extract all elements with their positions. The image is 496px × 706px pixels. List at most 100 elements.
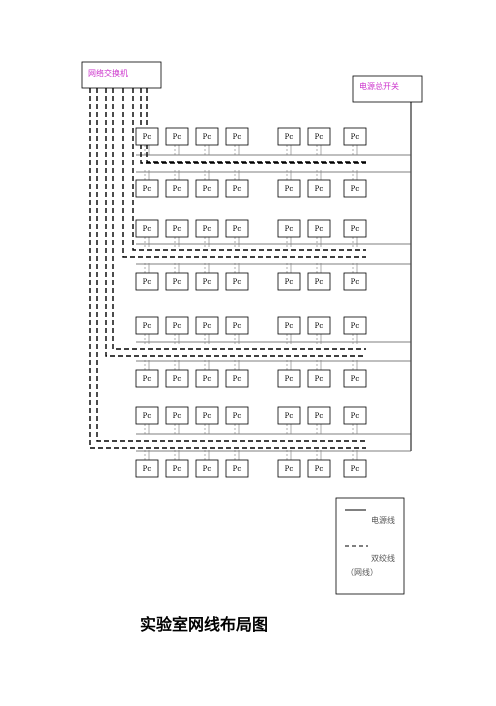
pc-label: Pc xyxy=(173,225,182,233)
pc-node: Pc xyxy=(195,459,219,478)
pc-label: Pc xyxy=(351,465,360,473)
pc-node: Pc xyxy=(225,127,249,146)
pc-label: Pc xyxy=(173,133,182,141)
twisted-pair-cable xyxy=(146,88,366,163)
pc-node: Pc xyxy=(225,179,249,198)
pc-node: Pc xyxy=(165,369,189,388)
pc-node: Pc xyxy=(135,272,159,291)
network-switch-box xyxy=(81,61,162,89)
pc-label: Pc xyxy=(351,322,360,330)
twisted-pair-cable xyxy=(122,88,366,258)
pc-node: Pc xyxy=(277,272,301,291)
pc-label: Pc xyxy=(315,185,324,193)
pc-node: Pc xyxy=(165,219,189,238)
pc-box xyxy=(225,272,249,291)
pc-label: Pc xyxy=(285,185,294,193)
pc-label: Pc xyxy=(233,412,242,420)
pc-box xyxy=(307,316,331,335)
pc-node: Pc xyxy=(343,219,367,238)
pc-node: Pc xyxy=(225,459,249,478)
pc-node: Pc xyxy=(307,369,331,388)
pc-label: Pc xyxy=(173,278,182,286)
pc-label: Pc xyxy=(351,375,360,383)
pc-box xyxy=(307,179,331,198)
pc-label: Pc xyxy=(203,465,212,473)
pc-label: Pc xyxy=(233,278,242,286)
pc-node: Pc xyxy=(195,179,219,198)
pc-box xyxy=(195,316,219,335)
pc-node: Pc xyxy=(135,369,159,388)
pc-label: Pc xyxy=(285,375,294,383)
pc-node: Pc xyxy=(165,127,189,146)
pc-label: Pc xyxy=(315,375,324,383)
pc-node: Pc xyxy=(277,316,301,335)
pc-label: Pc xyxy=(143,375,152,383)
pc-box xyxy=(343,369,367,388)
pc-node: Pc xyxy=(165,406,189,425)
pc-label: Pc xyxy=(315,133,324,141)
pc-box xyxy=(165,219,189,238)
pc-node: Pc xyxy=(277,369,301,388)
pc-node: Pc xyxy=(135,406,159,425)
pc-box xyxy=(135,127,159,146)
pc-node: Pc xyxy=(165,272,189,291)
pc-box xyxy=(277,179,301,198)
pc-label: Pc xyxy=(315,412,324,420)
pc-label: Pc xyxy=(173,375,182,383)
twisted-pair-cable xyxy=(140,88,366,164)
pc-box xyxy=(307,127,331,146)
pc-box xyxy=(165,406,189,425)
cable-lines xyxy=(89,88,412,460)
pc-node: Pc xyxy=(195,406,219,425)
pc-label: Pc xyxy=(351,185,360,193)
pc-box xyxy=(307,272,331,291)
pc-label: Pc xyxy=(315,278,324,286)
pc-node: Pc xyxy=(307,459,331,478)
pc-node: Pc xyxy=(135,127,159,146)
pc-label: Pc xyxy=(233,375,242,383)
pc-box xyxy=(343,127,367,146)
pc-node: Pc xyxy=(277,406,301,425)
pc-label: Pc xyxy=(315,225,324,233)
pc-box xyxy=(195,272,219,291)
pc-label: Pc xyxy=(351,278,360,286)
pc-node: Pc xyxy=(307,127,331,146)
pc-box xyxy=(307,369,331,388)
pc-box xyxy=(225,219,249,238)
pc-box xyxy=(225,316,249,335)
pc-box xyxy=(195,369,219,388)
pc-box xyxy=(277,406,301,425)
pc-box xyxy=(225,179,249,198)
pc-node: Pc xyxy=(307,219,331,238)
pc-box xyxy=(135,316,159,335)
pc-label: Pc xyxy=(173,185,182,193)
pc-label: Pc xyxy=(233,322,242,330)
pc-label: Pc xyxy=(203,412,212,420)
pc-box xyxy=(225,406,249,425)
pc-box xyxy=(307,406,331,425)
pc-box xyxy=(307,219,331,238)
pc-label: Pc xyxy=(203,185,212,193)
pc-label: Pc xyxy=(351,133,360,141)
pc-node: Pc xyxy=(195,127,219,146)
pc-label: Pc xyxy=(285,225,294,233)
pc-box xyxy=(165,272,189,291)
pc-box xyxy=(343,316,367,335)
pc-label: Pc xyxy=(143,133,152,141)
pc-box xyxy=(343,459,367,478)
pc-box xyxy=(165,369,189,388)
pc-label: Pc xyxy=(203,375,212,383)
pc-node: Pc xyxy=(307,406,331,425)
pc-label: Pc xyxy=(203,225,212,233)
pc-box xyxy=(343,272,367,291)
pc-box xyxy=(307,459,331,478)
network-switch-label: 网络交换机 xyxy=(88,69,128,78)
pc-node: Pc xyxy=(277,179,301,198)
pc-label: Pc xyxy=(143,225,152,233)
pc-node: Pc xyxy=(277,459,301,478)
pc-box xyxy=(165,127,189,146)
pc-label: Pc xyxy=(285,322,294,330)
pc-node: Pc xyxy=(195,316,219,335)
